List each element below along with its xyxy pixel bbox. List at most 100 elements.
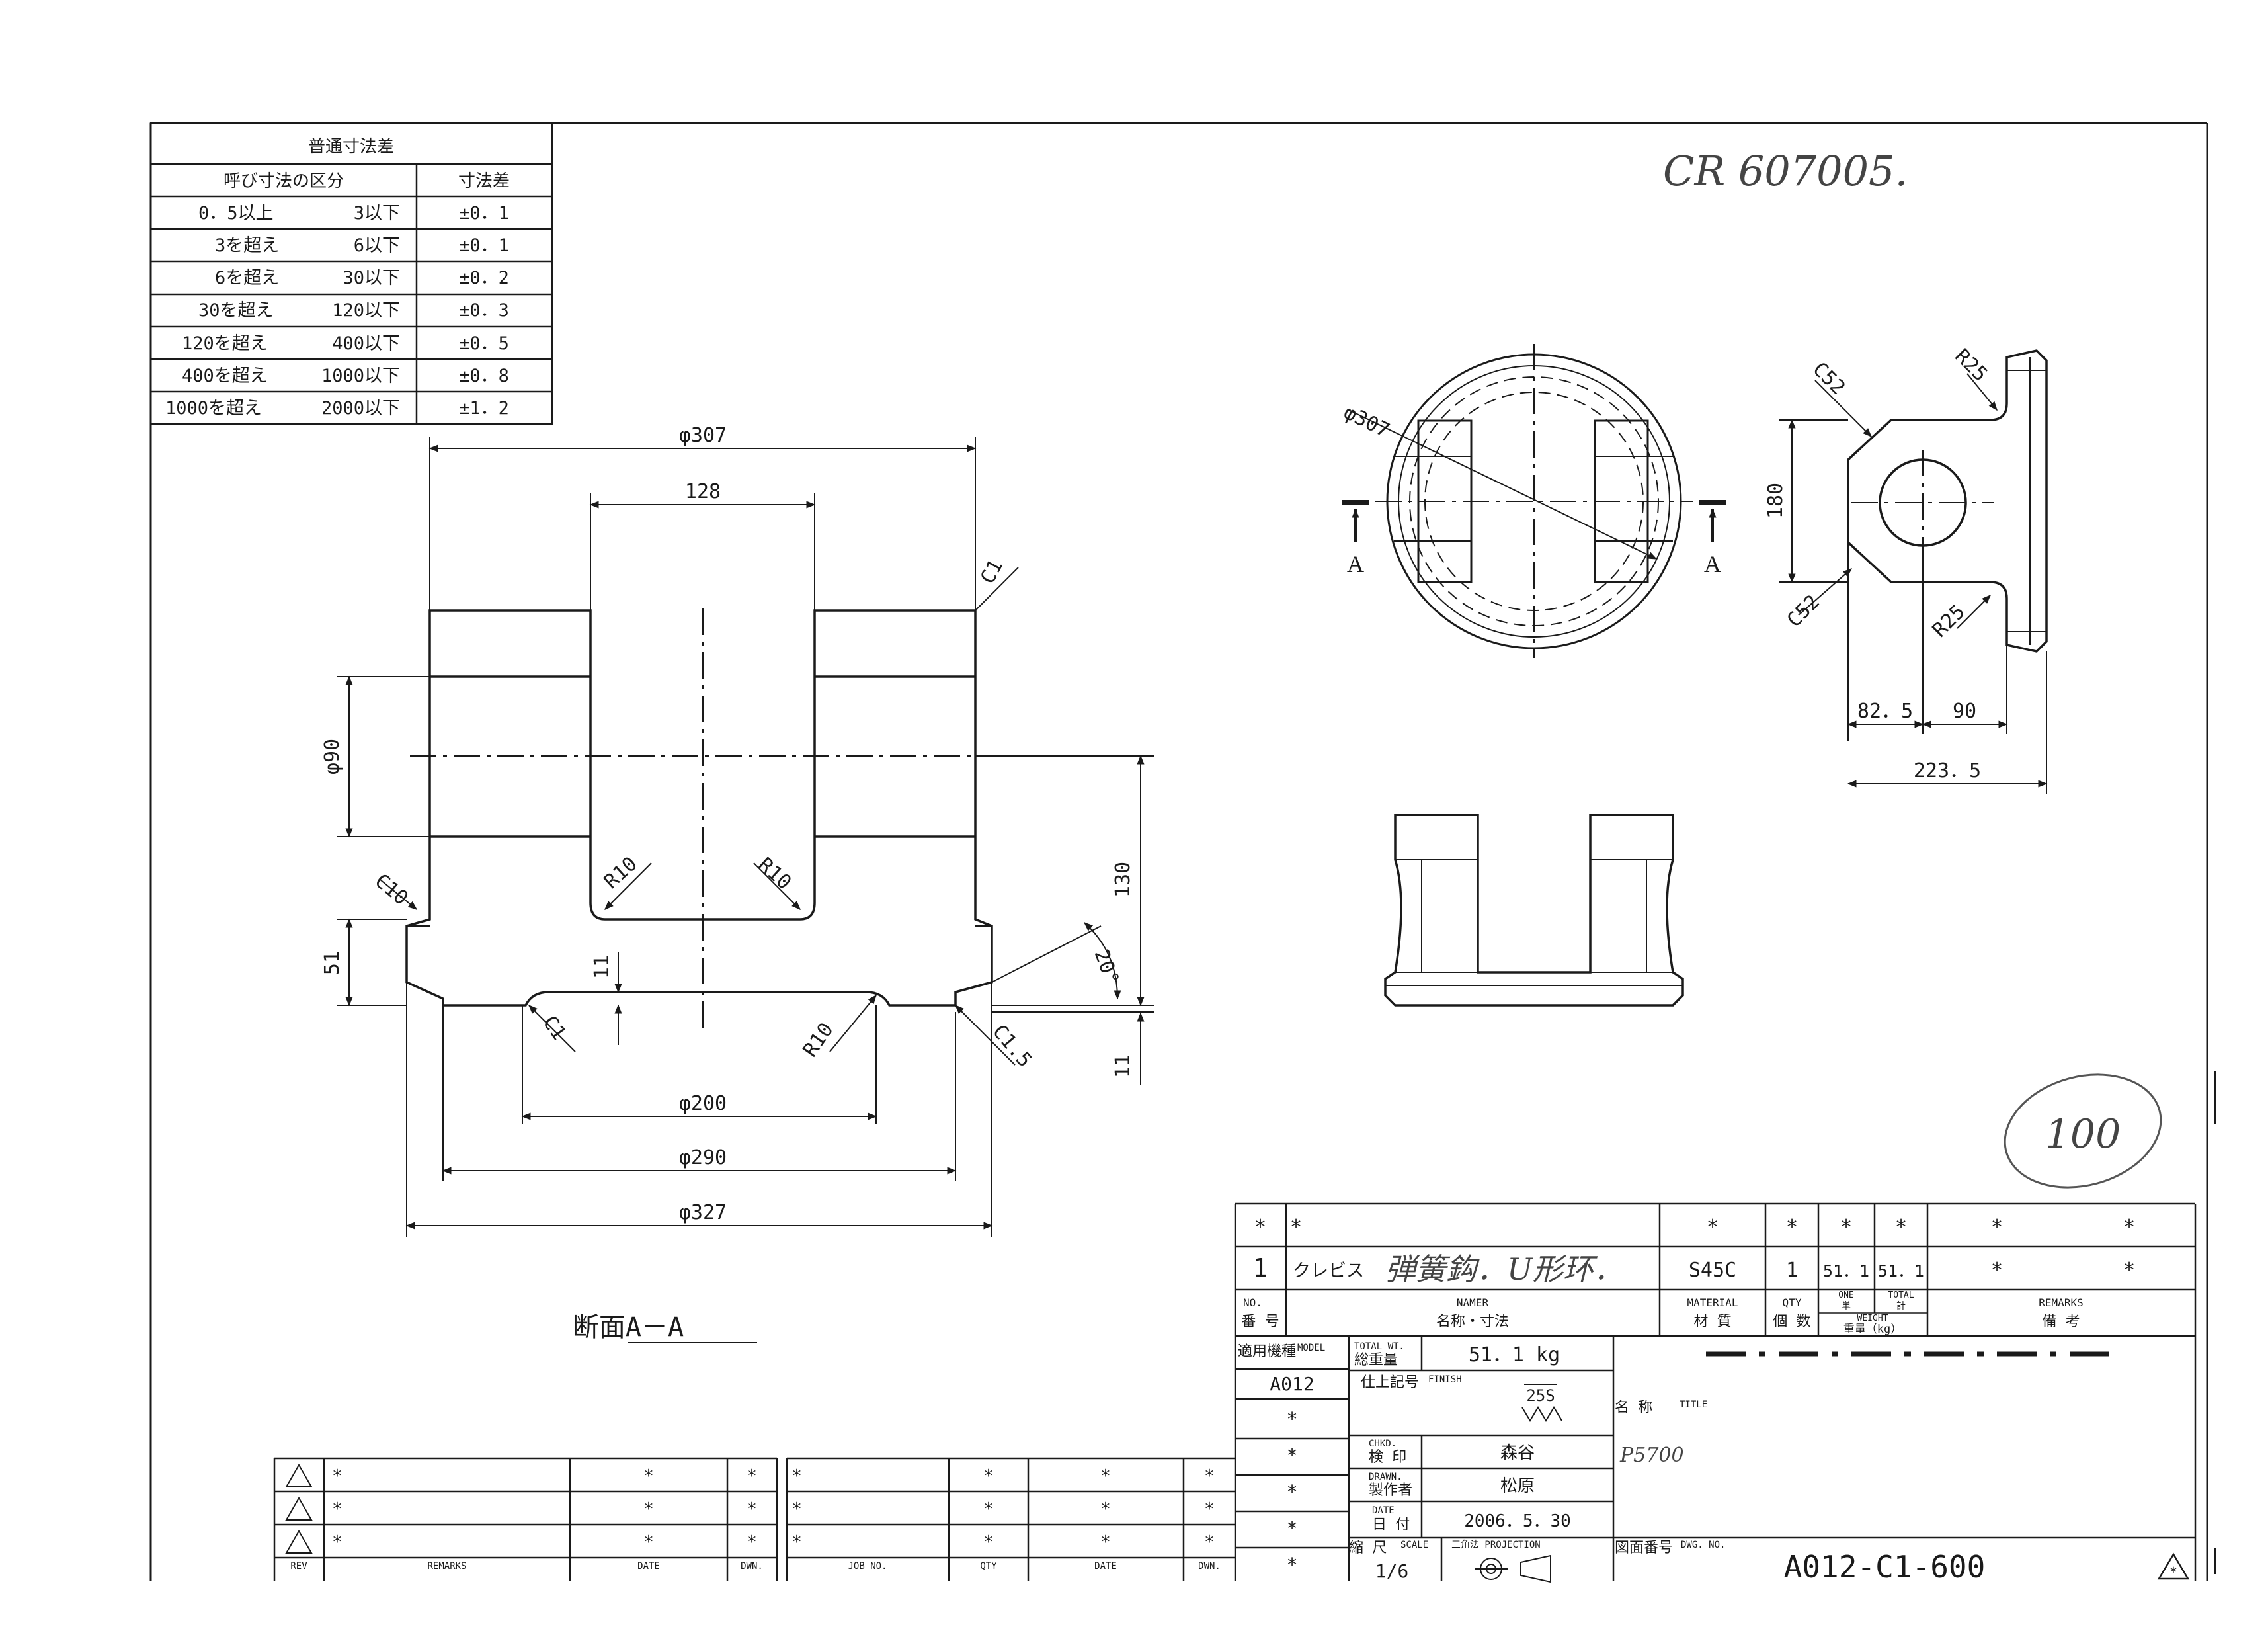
tol-row-from: 120を超え: [182, 333, 268, 354]
dim-90: 90: [1953, 700, 1976, 723]
tol-row-tol: ±0．3: [459, 300, 509, 321]
rev-header-date: DATE: [637, 1561, 660, 1571]
section-mark-left: [1342, 500, 1369, 542]
rev-cell: *: [332, 1499, 343, 1519]
checked-jp: 検 印: [1369, 1449, 1406, 1466]
header-name-jp: 名称・寸法: [1436, 1314, 1509, 1330]
dim-130: 130: [1112, 862, 1135, 898]
parts-star: *: [1254, 1216, 1266, 1239]
parts-list-grid: [1234, 1202, 2197, 1581]
header-weight-en: WEIGHT: [1857, 1314, 1888, 1323]
model-label-en: MODEL: [1297, 1343, 1325, 1353]
tol-row-tol: ±0．2: [459, 268, 509, 288]
side-view-dimension-lines: [1779, 373, 2048, 794]
tol-row-from: 0．5以上: [198, 203, 274, 224]
tol-row-to: 400以下: [332, 333, 400, 354]
header-name-en: NAMER: [1457, 1296, 1489, 1309]
dim-c52-top: C52: [1808, 358, 1849, 399]
part-remark: *: [1991, 1259, 2003, 1282]
parts-list-row-1: 1 クレビス 弾簧鈎．U形环． S45C 1 51．1 51．1 * *: [1253, 1251, 2135, 1287]
tol-row-to: 1000以下: [321, 366, 400, 386]
header-qty-jp: 個 数: [1773, 1314, 1810, 1330]
rev-cell: *: [747, 1499, 757, 1519]
dim-phi307: φ307: [679, 424, 727, 447]
revision-triangle-mark: *: [2169, 1564, 2177, 1580]
section-mark-right-label: A: [1704, 551, 1721, 577]
tolerance-table-title: 普通寸法差: [308, 137, 394, 157]
tol-row-tol: ±0．1: [459, 235, 509, 256]
checked-en: CHKD.: [1369, 1439, 1397, 1449]
header-remarks-en: REMARKS: [2039, 1296, 2083, 1309]
tolerance-col-tol: 寸法差: [458, 171, 510, 191]
parts-star: *: [2123, 1216, 2135, 1239]
dim-r10-right: R10: [754, 853, 796, 894]
title-handwritten: P5700: [1619, 1444, 1684, 1467]
title-en: TITLE: [1680, 1400, 1707, 1410]
part-qty: 1: [1786, 1259, 1798, 1282]
total-wt-jp: 総重量: [1354, 1352, 1398, 1368]
rev-header-dwn2: DWN.: [1198, 1561, 1221, 1571]
header-no-jp: 番 号: [1241, 1314, 1279, 1330]
dim-180: 180: [1764, 483, 1787, 519]
drawn-en: DRAWN.: [1369, 1472, 1402, 1482]
side-view-dimension-text: C52 R25 180 C52 R25 82．5 90 223．5: [1764, 345, 1992, 782]
rev-cell: *: [643, 1532, 654, 1552]
dim-phi200: φ200: [679, 1092, 727, 1115]
part-weight-total: 51．1: [1878, 1261, 1924, 1280]
model-star: *: [1287, 1554, 1298, 1575]
part-name: クレビス: [1293, 1261, 1364, 1281]
dim-223-5: 223．5: [1914, 759, 1981, 782]
header-remarks-jp: 備 考: [2042, 1314, 2080, 1330]
revision-triangle-icon: [2157, 1552, 2190, 1580]
total-wt-value: 51．1 kg: [1469, 1343, 1560, 1366]
rev-cell: *: [1100, 1466, 1111, 1486]
part-number: 1: [1253, 1253, 1268, 1282]
top-view-centerlines: [1375, 344, 1693, 658]
header-qty-en: QTY: [1783, 1296, 1802, 1309]
scale-jp: 縮 尺: [1349, 1540, 1387, 1556]
section-view: [405, 609, 993, 1012]
tol-row-to: 30以下: [343, 268, 400, 288]
section-mark-left-label: A: [1347, 551, 1364, 577]
rev-cell: *: [747, 1532, 757, 1552]
dim-128: 128: [685, 480, 721, 503]
header-weight-jp: 重量（kg）: [1843, 1323, 1902, 1336]
parts-list-header: NO. 番 号 NAMER 名称・寸法 MATERIAL 材 質 QTY 個 数…: [1241, 1290, 2083, 1336]
dim-r10-bottom: R10: [799, 1019, 838, 1061]
title-block-fields: TOTAL WT. 総重量 51．1 kg 仕上記号 FINISH 25S CH…: [1349, 1341, 1571, 1582]
revision-table-left-grid: [273, 1457, 778, 1581]
tol-row-tol: ±0．8: [459, 366, 509, 386]
dwg-value: A012-C1-600: [1784, 1549, 1986, 1585]
finish-value: 25S: [1526, 1386, 1555, 1405]
parts-star: *: [1840, 1216, 1852, 1239]
tol-row-to: 6以下: [354, 235, 400, 256]
tol-row-from: 400を超え: [182, 366, 268, 386]
dim-82-5: 82．5: [1857, 700, 1913, 723]
model-label-jp: 適用機種: [1238, 1343, 1296, 1360]
dim-phi327: φ327: [679, 1201, 727, 1224]
front-view: [1384, 814, 1684, 1007]
scale-en: SCALE: [1400, 1540, 1428, 1550]
title-jp: 名 称: [1615, 1400, 1652, 1416]
model-star: *: [1287, 1481, 1298, 1503]
rev-cell: *: [983, 1466, 994, 1486]
part-remark: *: [2123, 1259, 2135, 1282]
model-value: A012: [1270, 1373, 1314, 1395]
title-block-title: 名 称 TITLE P5700 図面番号 DWG. NO. A012-C1-60…: [1615, 1400, 1985, 1585]
model-star: *: [1287, 1408, 1298, 1430]
revision-table-right-grid: [786, 1457, 1235, 1581]
revision-header: REV REMARKS DATE DWN. JOB NO. QTY DATE D…: [290, 1561, 1221, 1571]
rev-cell: *: [332, 1532, 343, 1552]
rev-cell: *: [332, 1466, 343, 1486]
handwritten-code: CR 607005.: [1663, 147, 1908, 195]
finish-jp: 仕上記号: [1361, 1374, 1419, 1391]
part-name-handwritten: 弾簧鈎．U形环．: [1385, 1251, 1624, 1287]
rev-cell: *: [983, 1499, 994, 1519]
rev-cell: *: [791, 1532, 802, 1552]
header-total-jp: 計: [1896, 1301, 1906, 1312]
rev-cell: *: [1204, 1532, 1215, 1552]
tol-row-tol: ±0．5: [459, 333, 509, 354]
revision-left-cells: * * * * * * * * *: [332, 1466, 757, 1552]
revision-right-cells: * * * * * * * * * * * *: [791, 1466, 1215, 1552]
